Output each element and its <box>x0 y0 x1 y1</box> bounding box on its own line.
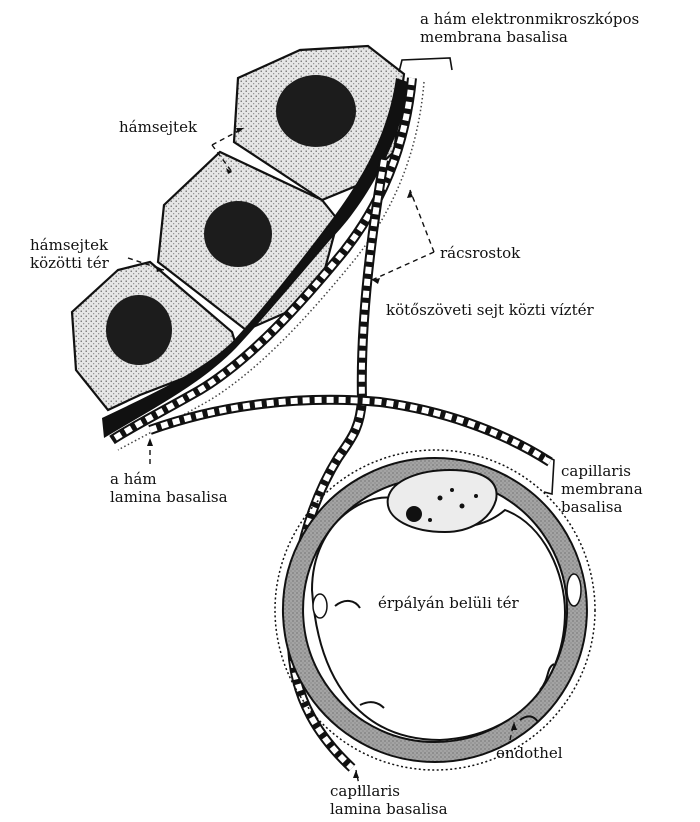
arrowhead <box>372 278 380 284</box>
ham-lamina-band-inner <box>110 77 415 443</box>
epithelial-cells <box>70 44 406 412</box>
ham-em-membrana-bracket <box>398 57 453 73</box>
endothelial-process <box>539 663 555 691</box>
label-line: a hám elektronmikroszkópos <box>420 10 640 28</box>
label-line: hámsejtek <box>119 118 198 136</box>
chromatin-dot <box>459 503 465 509</box>
capillaris-membrana-bracket <box>543 455 555 496</box>
mitochondrion <box>566 573 582 607</box>
label-line: basalisa <box>561 498 623 516</box>
arrowhead <box>511 722 517 730</box>
label-line: hámsejtek <box>30 236 109 254</box>
label-capillaris-membrana: capillaris membrana basalisa <box>561 462 643 516</box>
arrowhead <box>236 128 244 133</box>
ham-lamina-band-stipple <box>117 81 425 451</box>
label-line: membrana <box>561 480 643 498</box>
label-hamsejtek: hámsejtek <box>119 118 197 136</box>
nucleolus <box>406 506 422 522</box>
arrowhead <box>156 266 164 272</box>
label-endothel: endothel <box>496 744 563 762</box>
nucleus-top <box>276 75 356 147</box>
label-line: lamina basalisa <box>330 800 448 818</box>
leader-capillaris-lamina <box>355 769 361 791</box>
arrowhead <box>353 770 359 778</box>
reticular-fibre-horizontal-inner <box>148 396 552 465</box>
leader-endothel <box>509 721 515 741</box>
chromatin-dot <box>428 518 432 522</box>
label-line: a hám <box>110 470 157 488</box>
leader-hamsejtek-2 <box>211 144 233 173</box>
label-line: kötőszöveti sejt közti víztér <box>386 301 594 319</box>
leader-racsrostok-1 <box>409 189 435 253</box>
label-line: endothel <box>496 744 563 762</box>
chromatin-dot <box>437 495 443 501</box>
nucleus-middle <box>204 201 272 267</box>
label-line: capillaris <box>561 462 631 480</box>
label-line: lamina basalisa <box>110 488 228 506</box>
chromatin-dot <box>450 488 454 492</box>
nucleus-bottom <box>106 295 172 365</box>
label-hamsejtek-kozotti-ter: hámsejtek közötti tér <box>30 236 109 272</box>
capillary <box>274 449 596 771</box>
label-line: közötti tér <box>30 254 109 272</box>
leader-racsrostok-2 <box>371 251 435 281</box>
capillary-membrana-basalis <box>274 449 596 771</box>
arrowhead <box>226 168 232 174</box>
mitochondrion <box>312 593 328 619</box>
chromatin-dot <box>474 494 478 498</box>
label-erpalyan-beluli-ter: érpályán belüli tér <box>378 594 519 612</box>
label-line: rácsrostok <box>440 244 521 262</box>
arrowhead <box>147 438 153 446</box>
capillary-lumen <box>310 496 567 742</box>
label-capillaris-lamina: capillaris lamina basalisa <box>330 782 448 818</box>
endothelial-process <box>519 715 539 723</box>
label-line: capillaris <box>330 782 400 800</box>
endothelial-process <box>334 600 361 609</box>
label-kotoszoveti-ter: kötőszöveti sejt közti víztér <box>386 301 594 319</box>
reticular-fibre-vertical-inner <box>288 159 387 771</box>
label-racsrostok: rácsrostok <box>440 244 520 262</box>
label-line: érpályán belüli tér <box>378 594 519 612</box>
label-line: membrana basalisa <box>420 28 568 46</box>
endothelial-process <box>359 701 385 709</box>
endothelial-nucleus <box>386 468 498 534</box>
label-ham-lamina: a hám lamina basalisa <box>110 470 228 506</box>
arrowhead <box>407 190 413 198</box>
label-ham-em-membrana: a hám elektronmikroszkópos membrana basa… <box>420 10 639 46</box>
